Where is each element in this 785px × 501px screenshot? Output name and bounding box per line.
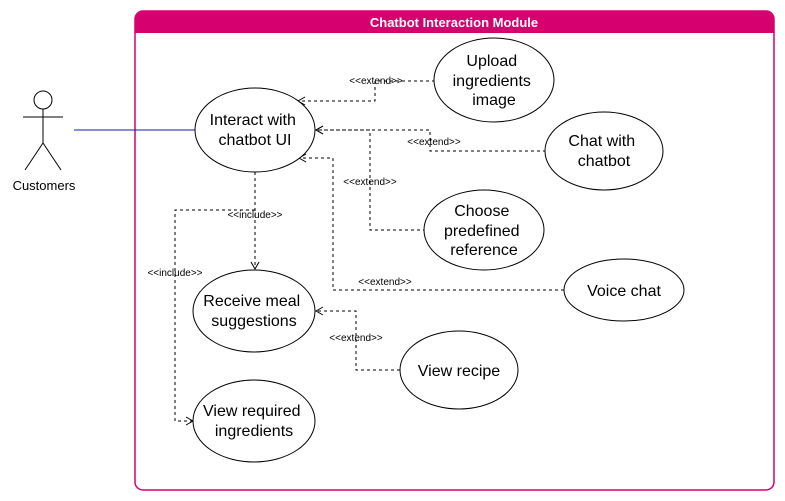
include-label-receive: <<include>> [227,210,282,221]
use-case-interact [194,87,316,173]
use-case-receive-label: Receive meal suggestions [203,293,304,330]
use-case-required-label: View required ingredients [203,403,305,440]
use-case-interact-label: Interact with chatbot UI [210,112,301,149]
actor-right-leg [42,142,62,171]
include-label-required: <<include>> [147,268,202,279]
system-title-bar [135,11,774,33]
use-case-upload [433,37,555,123]
use-case-recipe [399,330,519,410]
actor-customers [23,90,63,171]
use-case-voice-label: Voice chat [587,283,661,300]
use-case-recipe-label: View recipe [418,363,501,380]
extend-recipe-line [314,306,400,371]
use-case-choose-label: Choose predefined reference [444,203,524,259]
extend-label-chat: <<extend>> [407,137,461,148]
system-title: Chatbot Interaction Module [370,15,538,30]
extend-label-voice: <<extend>> [358,277,412,288]
use-case-receive [192,269,316,353]
actor-label: Customers [13,178,76,193]
use-case-choose [423,189,545,271]
use-case-upload-label: Upload ingredients image [453,53,536,109]
include-required-line [174,209,255,426]
actor-head [33,90,53,110]
use-case-chat [544,111,664,191]
use-case-voice [563,258,685,322]
extend-label-choose: <<extend>> [343,177,397,188]
extend-upload-line [296,80,435,106]
use-case-required [192,379,316,463]
extend-voice-line [297,153,564,291]
extend-label-upload: <<extend>> [349,76,403,87]
extend-label-recipe: <<extend>> [329,333,383,344]
extend-choose-line [314,125,426,231]
use-case-chat-label: Chat with chatbot [568,133,639,170]
actor-left-leg [24,142,44,171]
extend-chat-line [314,125,546,152]
